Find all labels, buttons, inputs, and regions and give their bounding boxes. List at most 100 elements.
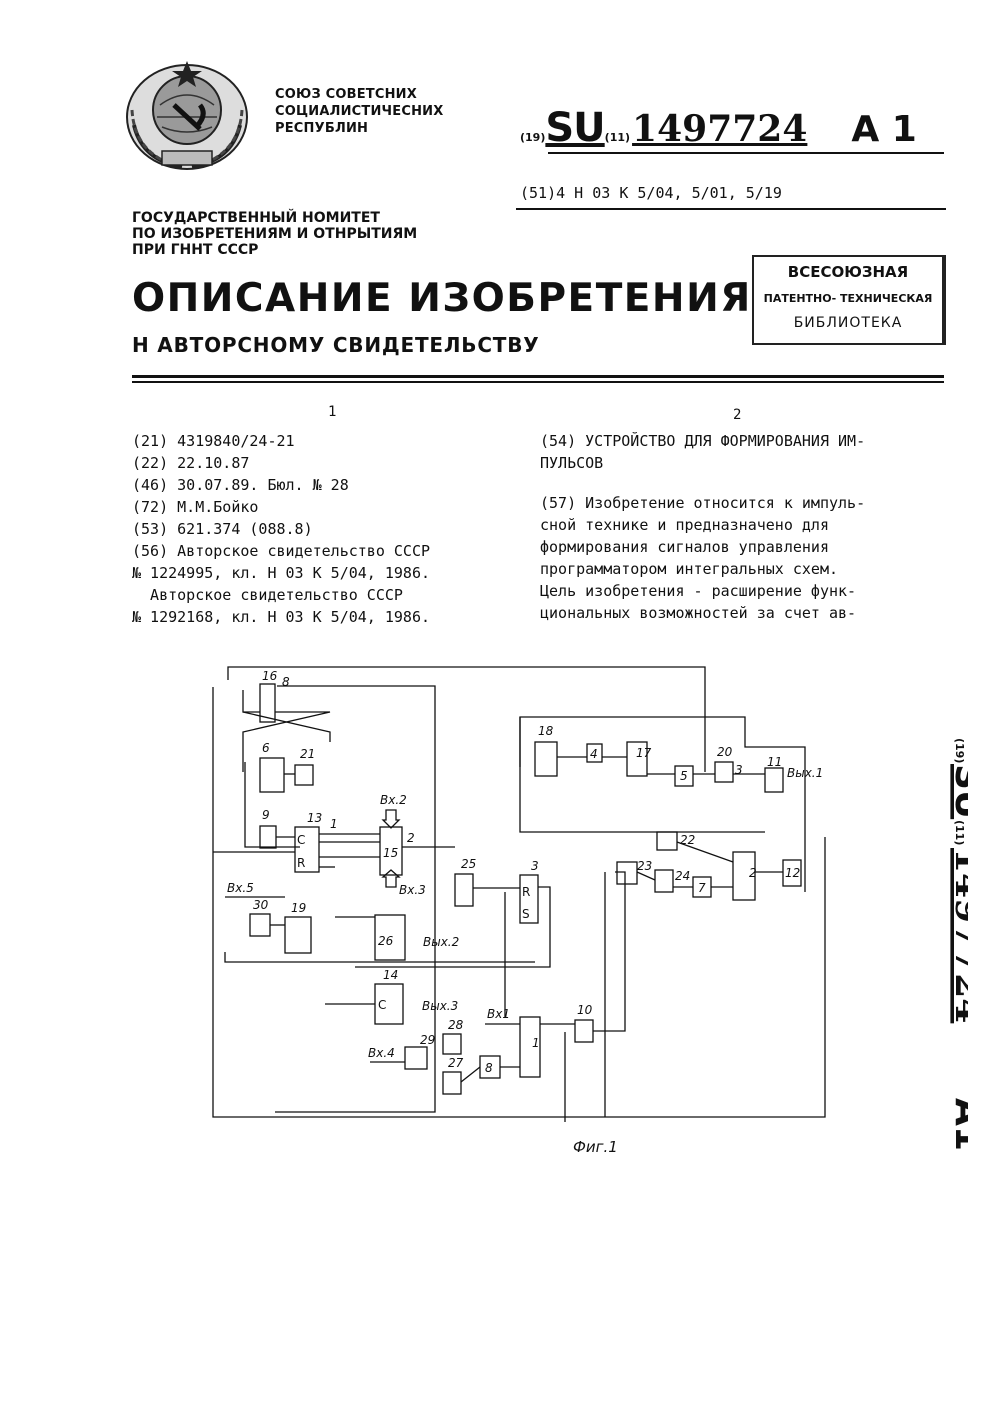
block-label: 3: [735, 763, 743, 777]
block-19: [285, 917, 311, 953]
block-label: 23: [637, 859, 652, 873]
biblio-line: Авторское свидетельство СССР: [132, 584, 430, 606]
block-24: [655, 870, 673, 892]
document-subtitle: Н АВТОРСНОМУ СВИДЕТЕЛЬСТВУ: [132, 333, 540, 357]
block-label: 22: [680, 833, 695, 847]
country-prefix: (19): [520, 131, 545, 144]
abstract-line: формирования сигналов управления: [540, 536, 865, 558]
side-number: 1497724: [947, 848, 968, 1023]
block-label: 29: [420, 1033, 435, 1047]
svg-text:C: C: [297, 833, 305, 847]
block-27: [443, 1072, 461, 1094]
block-label: 15: [383, 846, 398, 860]
number-prefix: (11): [605, 131, 630, 144]
column-number: 2: [733, 407, 741, 423]
bibliographic-data: (21) 4319840/24-21 (22) 22.10.87 (46) 30…: [132, 430, 430, 628]
svg-text:S: S: [522, 907, 530, 921]
abstract-line: циональных возможностей за счет ав-: [540, 602, 865, 624]
block-label: 30: [253, 898, 269, 912]
block-label: 19: [291, 901, 306, 915]
block-label: 1: [532, 1036, 540, 1050]
block-label: 11: [767, 755, 782, 769]
input-label: Вх.4: [368, 1046, 395, 1060]
block-20: [715, 762, 733, 782]
divider: [548, 152, 944, 154]
block-label: 17: [636, 746, 652, 760]
biblio-line: (22) 22.10.87: [132, 452, 430, 474]
block-label: 1: [330, 817, 338, 831]
block-label: 24: [675, 869, 690, 883]
svg-text:C: C: [378, 998, 386, 1012]
union-line: РЕСПУБЛИН: [275, 120, 443, 137]
output-label: Вых.2: [423, 935, 459, 949]
column-number: 1: [328, 404, 336, 420]
abstract-line: сной технике и предназначено для: [540, 514, 865, 536]
block-label: 4: [590, 747, 598, 761]
abstract-line: программатором интегральных схем.: [540, 558, 865, 580]
input-label: Вх.3: [399, 883, 426, 897]
ipc-classification: (51)4 Н 03 К 5/04, 5/01, 5/19: [520, 184, 782, 202]
side-publication-strip: (19) SU (11) 1497724 A1: [918, 738, 968, 1178]
block-label: 8: [485, 1061, 493, 1075]
divider: [132, 375, 944, 378]
block-label: 13: [307, 811, 322, 825]
biblio-line: № 1292168, кл. Н 03 К 5/04, 1986.: [132, 606, 430, 628]
block-label: 2: [749, 866, 757, 880]
block-label: 10: [577, 1003, 593, 1017]
divider: [132, 381, 944, 383]
document-title: ОПИСАНИЕ ИЗОБРЕТЕНИЯ: [132, 276, 752, 321]
side-code: SU: [947, 764, 968, 819]
block-label: 20: [717, 745, 733, 759]
block-label: 2: [407, 831, 415, 845]
stamp-line: БИБЛИОТЕКА: [754, 315, 942, 331]
block-label: 28: [448, 1018, 464, 1032]
abstract-line: Цель изобретения - расширение функ-: [540, 580, 865, 602]
svg-text:R: R: [522, 885, 530, 899]
publication-number: 1497724: [632, 108, 807, 150]
invention-title-line: (54) УСТРОЙСТВО ДЛЯ ФОРМИРОВАНИЯ ИМ-: [540, 430, 865, 452]
biblio-line: № 1224995, кл. Н 03 К 5/04, 1986.: [132, 562, 430, 584]
block-25: [455, 874, 473, 906]
block-label: 6: [262, 741, 270, 755]
block-28: [443, 1034, 461, 1054]
block-label: 27: [448, 1056, 464, 1070]
union-line: СОЮЗ СОВЕТСНИХ: [275, 86, 443, 103]
stamp-line: ВСЕСОЮЗНАЯ: [754, 263, 942, 281]
block-10: [575, 1020, 593, 1042]
input-label: Вх1: [487, 1007, 510, 1021]
publication-number-line: (19)SU(11)1497724 A 1: [520, 105, 917, 151]
country-code: SU: [545, 105, 604, 151]
block-29: [405, 1047, 427, 1069]
committee-line: ПРИ ГННТ СССР: [132, 242, 417, 258]
block-label: 14: [383, 968, 398, 982]
input-label: Вх.5: [227, 881, 254, 895]
committee-name: ГОСУДАРСТВЕННЫЙ НОМИТЕТ ПО ИЗОБРЕТЕНИЯМ …: [132, 210, 417, 258]
kind-code: A 1: [851, 109, 916, 150]
biblio-line: (56) Авторское свидетельство СССР: [132, 540, 430, 562]
committee-line: ПО ИЗОБРЕТЕНИЯМ И ОТНРЫТИЯМ: [132, 226, 417, 242]
svg-text:R: R: [297, 856, 305, 870]
figure-caption: Фиг.1: [573, 1138, 618, 1156]
committee-line: ГОСУДАРСТВЕННЫЙ НОМИТЕТ: [132, 210, 417, 226]
block-label: 12: [785, 866, 800, 880]
spacer: [540, 474, 865, 492]
block-21: [295, 765, 313, 785]
side-prefix: (19): [953, 738, 966, 763]
abstract-line: (57) Изобретение относится к импуль-: [540, 492, 865, 514]
union-name: СОЮЗ СОВЕТСНИХ СОЦИАЛИСТИЧЕСНИХ РЕСПУБЛИ…: [275, 86, 443, 137]
block-label: 5: [680, 769, 688, 783]
block-23: [617, 862, 637, 884]
block-22: [657, 832, 677, 850]
block-label: 16: [262, 669, 278, 683]
block-label: 7: [698, 881, 706, 895]
biblio-line: (46) 30.07.89. Бюл. № 28: [132, 474, 430, 496]
biblio-line: (72) М.М.Бойко: [132, 496, 430, 518]
block-label: 21: [300, 747, 315, 761]
block-label: 3: [531, 859, 539, 873]
side-prefix: (11): [953, 820, 966, 845]
invention-title-line: ПУЛЬСОВ: [540, 452, 865, 474]
block-30: [250, 914, 270, 936]
divider: [516, 208, 946, 210]
input-label: Вх.2: [380, 793, 407, 807]
biblio-line: (53) 621.374 (088.8): [132, 518, 430, 540]
